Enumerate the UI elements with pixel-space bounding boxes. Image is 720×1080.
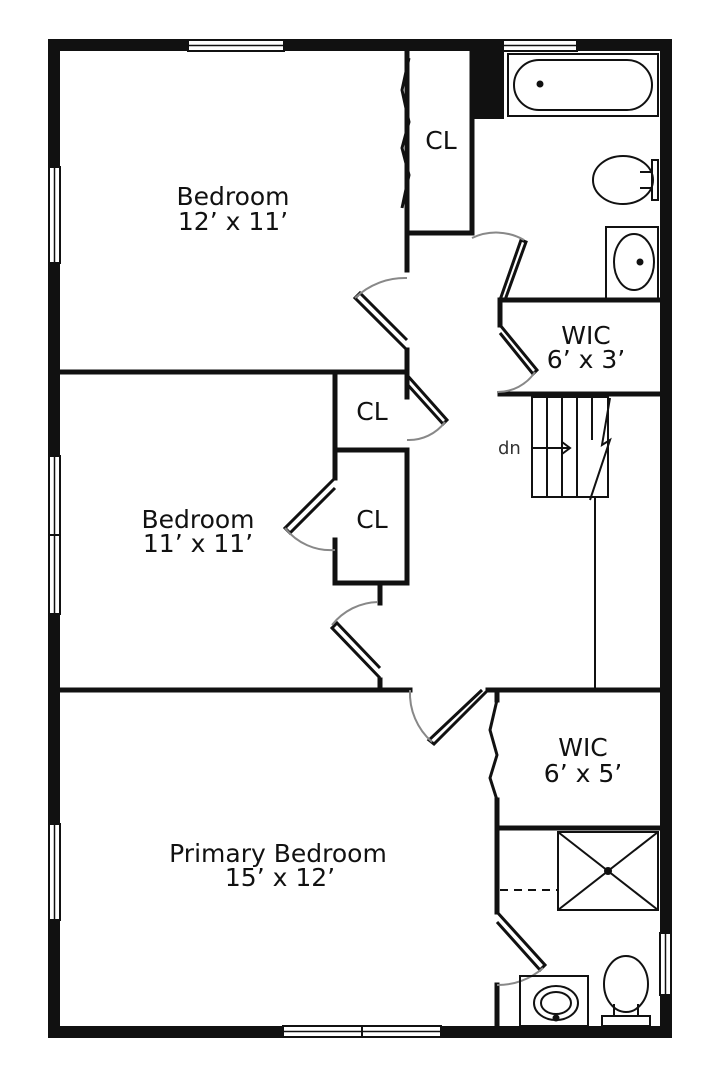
chimney-block [474,51,504,119]
windows [48,39,672,1038]
door-bedroom-mid [282,476,337,552]
doors [282,231,548,987]
toilet-top [592,155,659,205]
bifold-wic-lower [488,699,499,801]
toilet-primary [601,955,651,1027]
room-name-primary: Primary Bedroom [169,839,387,868]
window-right-1 [659,932,672,996]
room-name-bedroom-mid: Bedroom [141,505,254,534]
door-wic-upper [496,324,540,394]
sink-primary [519,975,589,1027]
door-closet-mid-a [405,374,450,442]
bathtub [507,53,659,117]
door-bath [471,231,528,301]
room-dims-bedroom-mid: 11’ x 11’ [143,529,253,558]
room-dims-wic-upper: 6’ x 3’ [547,345,625,374]
stairs-label: dn [498,438,521,459]
door-bedroom-top [352,276,409,352]
sink-top [605,226,659,300]
window-top-left [187,39,285,52]
window-left-1 [48,166,61,264]
window-left-2 [48,455,61,615]
room-dims-bedroom-top: 12’ x 11’ [178,207,288,236]
room-name-wic-lower: WIC [558,733,608,762]
door-primary [408,688,490,747]
stairs [531,396,612,690]
bifold-closet-top [400,57,411,209]
window-top-right [502,39,578,52]
room-name-wic-upper: WIC [561,321,611,350]
window-left-3 [48,823,61,921]
room-name-closet-mid-a: CL [356,397,387,426]
room-name-bedroom-top: Bedroom [176,182,289,211]
shower [557,831,659,911]
room-name-closet-top: CL [425,126,456,155]
room-name-closet-mid-b: CL [356,505,387,534]
door-bedroom-mid-lower [329,601,382,680]
bifold-doors [400,57,499,801]
window-bottom [282,1025,442,1038]
room-labels: Bedroom 12’ x 11’ Bedroom 11’ x 11’ Prim… [141,126,625,892]
door-primary-bath [495,910,548,987]
room-dims-primary: 15’ x 12’ [225,863,335,892]
room-dims-wic-lower: 6’ x 5’ [544,759,622,788]
